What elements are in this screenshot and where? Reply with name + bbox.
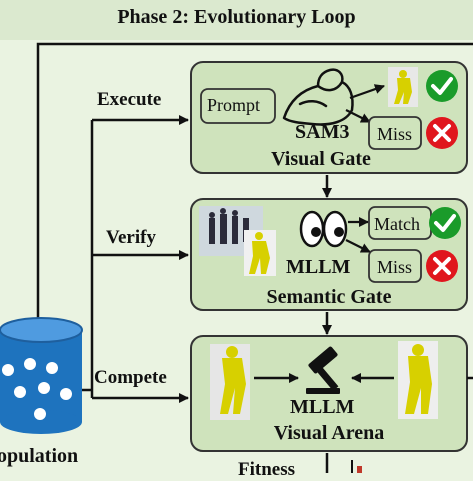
arena-mask-right bbox=[405, 344, 432, 414]
miss-box-2 bbox=[368, 249, 422, 283]
population-label: opulation bbox=[0, 445, 79, 467]
fitness-bar-red bbox=[357, 466, 362, 473]
prompt-box bbox=[200, 88, 276, 124]
prompt-label: Prompt bbox=[207, 95, 261, 115]
visual-arena-title: Visual Arena bbox=[273, 422, 385, 444]
skier-mask-1 bbox=[394, 70, 412, 104]
miss-label-1: Miss bbox=[377, 124, 413, 144]
edge-label-fitness: Fitness bbox=[238, 459, 295, 480]
population-database-icon bbox=[0, 317, 83, 434]
semantic-gate-model: MLLM bbox=[286, 256, 351, 278]
visual-gate-model: SAM3 bbox=[295, 121, 350, 143]
edge-label-execute: Execute bbox=[97, 89, 162, 110]
arm-to-miss-arrow bbox=[345, 109, 371, 123]
skier-mask-2 bbox=[249, 232, 270, 274]
check-icon-1 bbox=[426, 70, 458, 102]
semantic-gate-title: Semantic Gate bbox=[266, 286, 392, 308]
visual-arena-model: MLLM bbox=[290, 396, 355, 418]
eyes-to-miss-arrow bbox=[345, 239, 371, 253]
loop-line bbox=[36, 42, 473, 320]
match-label: Match bbox=[374, 214, 420, 234]
visual-gate-title: Visual Gate bbox=[271, 148, 371, 170]
eyes-icon bbox=[299, 210, 348, 248]
miss-label-2: Miss bbox=[377, 257, 413, 277]
cross-icon-1 bbox=[426, 117, 458, 149]
page-title: Phase 2: Evolutionary Loop bbox=[117, 6, 356, 28]
flexed-arm-icon bbox=[282, 68, 354, 126]
check-icon-2 bbox=[429, 207, 461, 239]
cross-icon-2 bbox=[426, 250, 458, 282]
gavel-icon bbox=[306, 346, 340, 394]
edge-label-verify: Verify bbox=[106, 227, 156, 248]
arena-mask-left bbox=[220, 346, 246, 414]
miss-box-1 bbox=[368, 116, 422, 150]
arm-to-match-arrow bbox=[349, 84, 385, 100]
edge-label-compete: Compete bbox=[94, 367, 167, 388]
phase-header bbox=[0, 0, 473, 40]
